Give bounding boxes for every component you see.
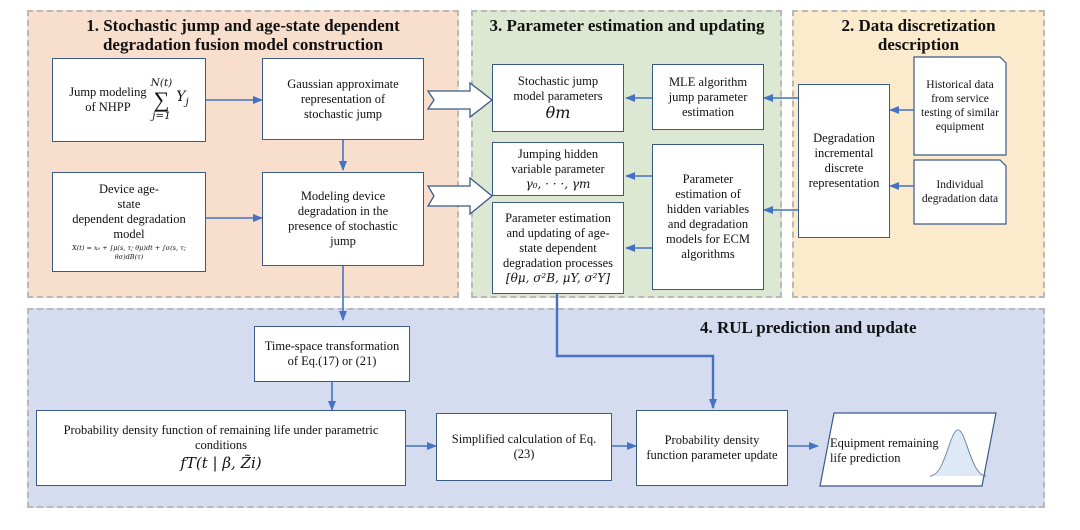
historical-data-shape <box>913 56 1007 156</box>
node-hidden-variable-parameter: Jumping hidden variable parameter γ₀, · … <box>492 142 624 196</box>
node-gaussian-approximation: Gaussian approximate representation of s… <box>262 58 424 140</box>
node-modeling-device-degradation: Modeling device degradation in the prese… <box>262 172 424 266</box>
region-discretization-title: 2. Data discretization description <box>841 16 996 54</box>
individual-data-shape <box>913 159 1007 225</box>
node-pdf-parameter-update: Probability density function parameter u… <box>636 410 788 486</box>
node-ecm-estimation: Parameter estimation of hidden variables… <box>652 144 764 290</box>
node-time-space-transformation: Time-space transformation of Eq.(17) or … <box>254 326 410 382</box>
node-mle-estimation: MLE algorithm jump parameter estimation <box>652 64 764 130</box>
region-estimation-title: 3. Parameter estimation and updating <box>489 16 765 35</box>
node-individual-data: Individual degradation data <box>921 179 999 205</box>
node-jump-modeling: Jump modeling of NHPP N(t) ∑ j=1 Yj <box>52 58 206 142</box>
node-rul-prediction: Equipment remaining life prediction <box>830 436 939 465</box>
region-rul-title: 4. RUL prediction and update <box>700 318 917 337</box>
node-historical-data: Historical data from service testing of … <box>921 79 999 133</box>
node-remaining-life-pdf: Probability density function of remainin… <box>36 410 406 486</box>
region-model-title: 1. Stochastic jump and age-state depende… <box>86 16 400 54</box>
node-jump-model-parameters: Stochastic jump model parameters θm <box>492 64 624 132</box>
node-discrete-representation: Degradation incremental discrete represe… <box>798 84 890 238</box>
node-device-degradation-model: Device age- state dependent degradation … <box>52 172 206 272</box>
node-simplified-calculation: Simplified calculation of Eq. (23) <box>436 413 612 481</box>
node-degradation-parameter-update: Parameter estimation and updating of age… <box>492 202 624 294</box>
